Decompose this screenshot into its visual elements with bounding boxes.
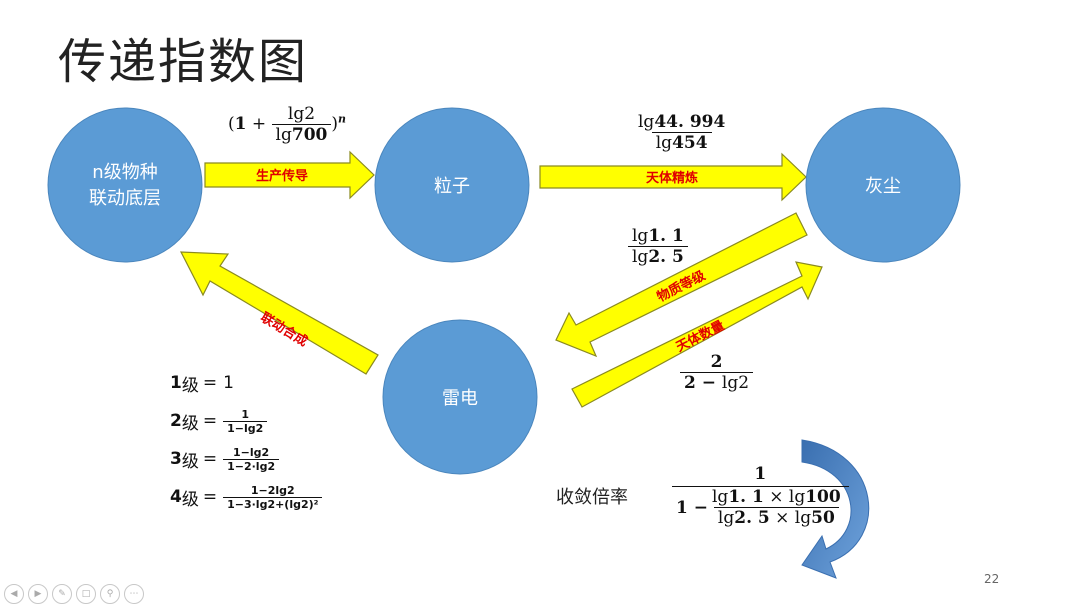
convergence-label: 收敛倍率 bbox=[556, 487, 628, 508]
page-number: 22 bbox=[984, 572, 1000, 586]
arrow-material-level bbox=[555, 212, 808, 358]
arrow-celestial-count bbox=[571, 261, 823, 408]
node-particle bbox=[374, 107, 530, 263]
node-base-label-2: 联动底层 bbox=[89, 188, 161, 209]
copy-icon[interactable]: □ bbox=[76, 584, 96, 604]
slideshow-nav: ◀ ▶ ✎ □ ⚲ ⋯ bbox=[4, 584, 144, 604]
arrow-production bbox=[204, 150, 375, 200]
node-dust-label: 灰尘 bbox=[865, 176, 901, 197]
node-base bbox=[47, 107, 203, 263]
slide-title: 传递指数图 bbox=[58, 34, 309, 90]
node-particle-label: 粒子 bbox=[434, 176, 470, 197]
node-thunder bbox=[382, 319, 538, 475]
zoom-icon[interactable]: ⚲ bbox=[100, 584, 120, 604]
node-thunder-label: 雷电 bbox=[442, 388, 478, 409]
node-dust bbox=[805, 107, 961, 263]
more-icon[interactable]: ⋯ bbox=[124, 584, 144, 604]
arrow-celestial-refine-label: 天体精炼 bbox=[646, 170, 698, 186]
arrow-linked-synthesis bbox=[179, 251, 379, 375]
forward-icon[interactable]: ▶ bbox=[28, 584, 48, 604]
arrow-production-label: 生产传导 bbox=[256, 168, 308, 184]
back-icon[interactable]: ◀ bbox=[4, 584, 24, 604]
convergence-curve-arrow bbox=[801, 439, 870, 579]
pen-icon[interactable]: ✎ bbox=[52, 584, 72, 604]
arrow-celestial-refine bbox=[539, 152, 807, 202]
node-base-label-1: n级物种 bbox=[92, 162, 157, 183]
